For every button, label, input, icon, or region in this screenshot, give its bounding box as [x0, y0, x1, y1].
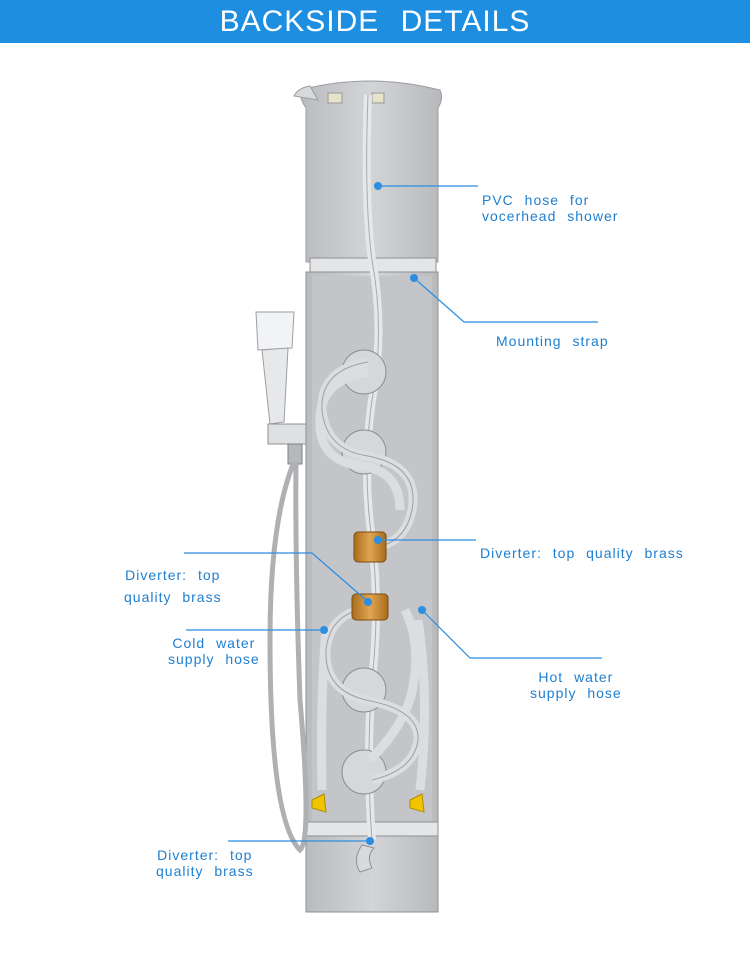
callout-diverter-left: Diverter: top quality brass — [124, 564, 222, 608]
callout-cold-water: Cold water supply hose — [168, 635, 260, 667]
shower-panel-illustration — [184, 80, 602, 913]
callout-cold-water-line1: Cold water — [172, 635, 256, 651]
callout-pvc-hose-line2: vocerhead shower — [482, 208, 619, 224]
callout-lines — [184, 185, 602, 842]
callout-diverter-left-line2: quality brass — [124, 589, 222, 605]
callout-diverter-bottom-line2: quality brass — [156, 863, 254, 879]
callout-diverter-bottom: Diverter: top quality brass — [156, 847, 254, 879]
callout-hot-water-line2: supply hose — [530, 685, 622, 701]
callout-pvc-hose-line1: PVC hose for — [482, 192, 590, 208]
callout-diverter-left-line1: Diverter: top — [125, 567, 221, 583]
callout-diverter-bottom-line1: Diverter: top — [157, 847, 253, 863]
callout-hot-water-line1: Hot water — [538, 669, 614, 685]
callout-cold-water-line2: supply hose — [168, 651, 260, 667]
bottom-outlet — [356, 844, 375, 873]
page-banner: BACKSIDE DETAILS — [0, 0, 750, 43]
callout-mounting-strap: Mounting strap — [496, 333, 609, 349]
callout-mounting-strap-text: Mounting strap — [496, 333, 609, 349]
callout-diverter-right-text: Diverter: top quality brass — [480, 545, 684, 561]
callout-hot-water: Hot water supply hose — [530, 669, 622, 701]
callout-diverter-right: Diverter: top quality brass — [480, 545, 684, 561]
shower-hose — [267, 461, 309, 854]
callout-dots — [320, 182, 426, 845]
hand-shower — [255, 311, 307, 465]
product-illustration-area: PVC hose for vocerhead shower Mounting s… — [0, 43, 750, 972]
panel-top-head — [293, 80, 443, 263]
callout-pvc-hose: PVC hose for vocerhead shower — [482, 192, 618, 224]
banner-title: BACKSIDE DETAILS — [219, 5, 531, 38]
yellow-valve-handles — [311, 793, 425, 813]
